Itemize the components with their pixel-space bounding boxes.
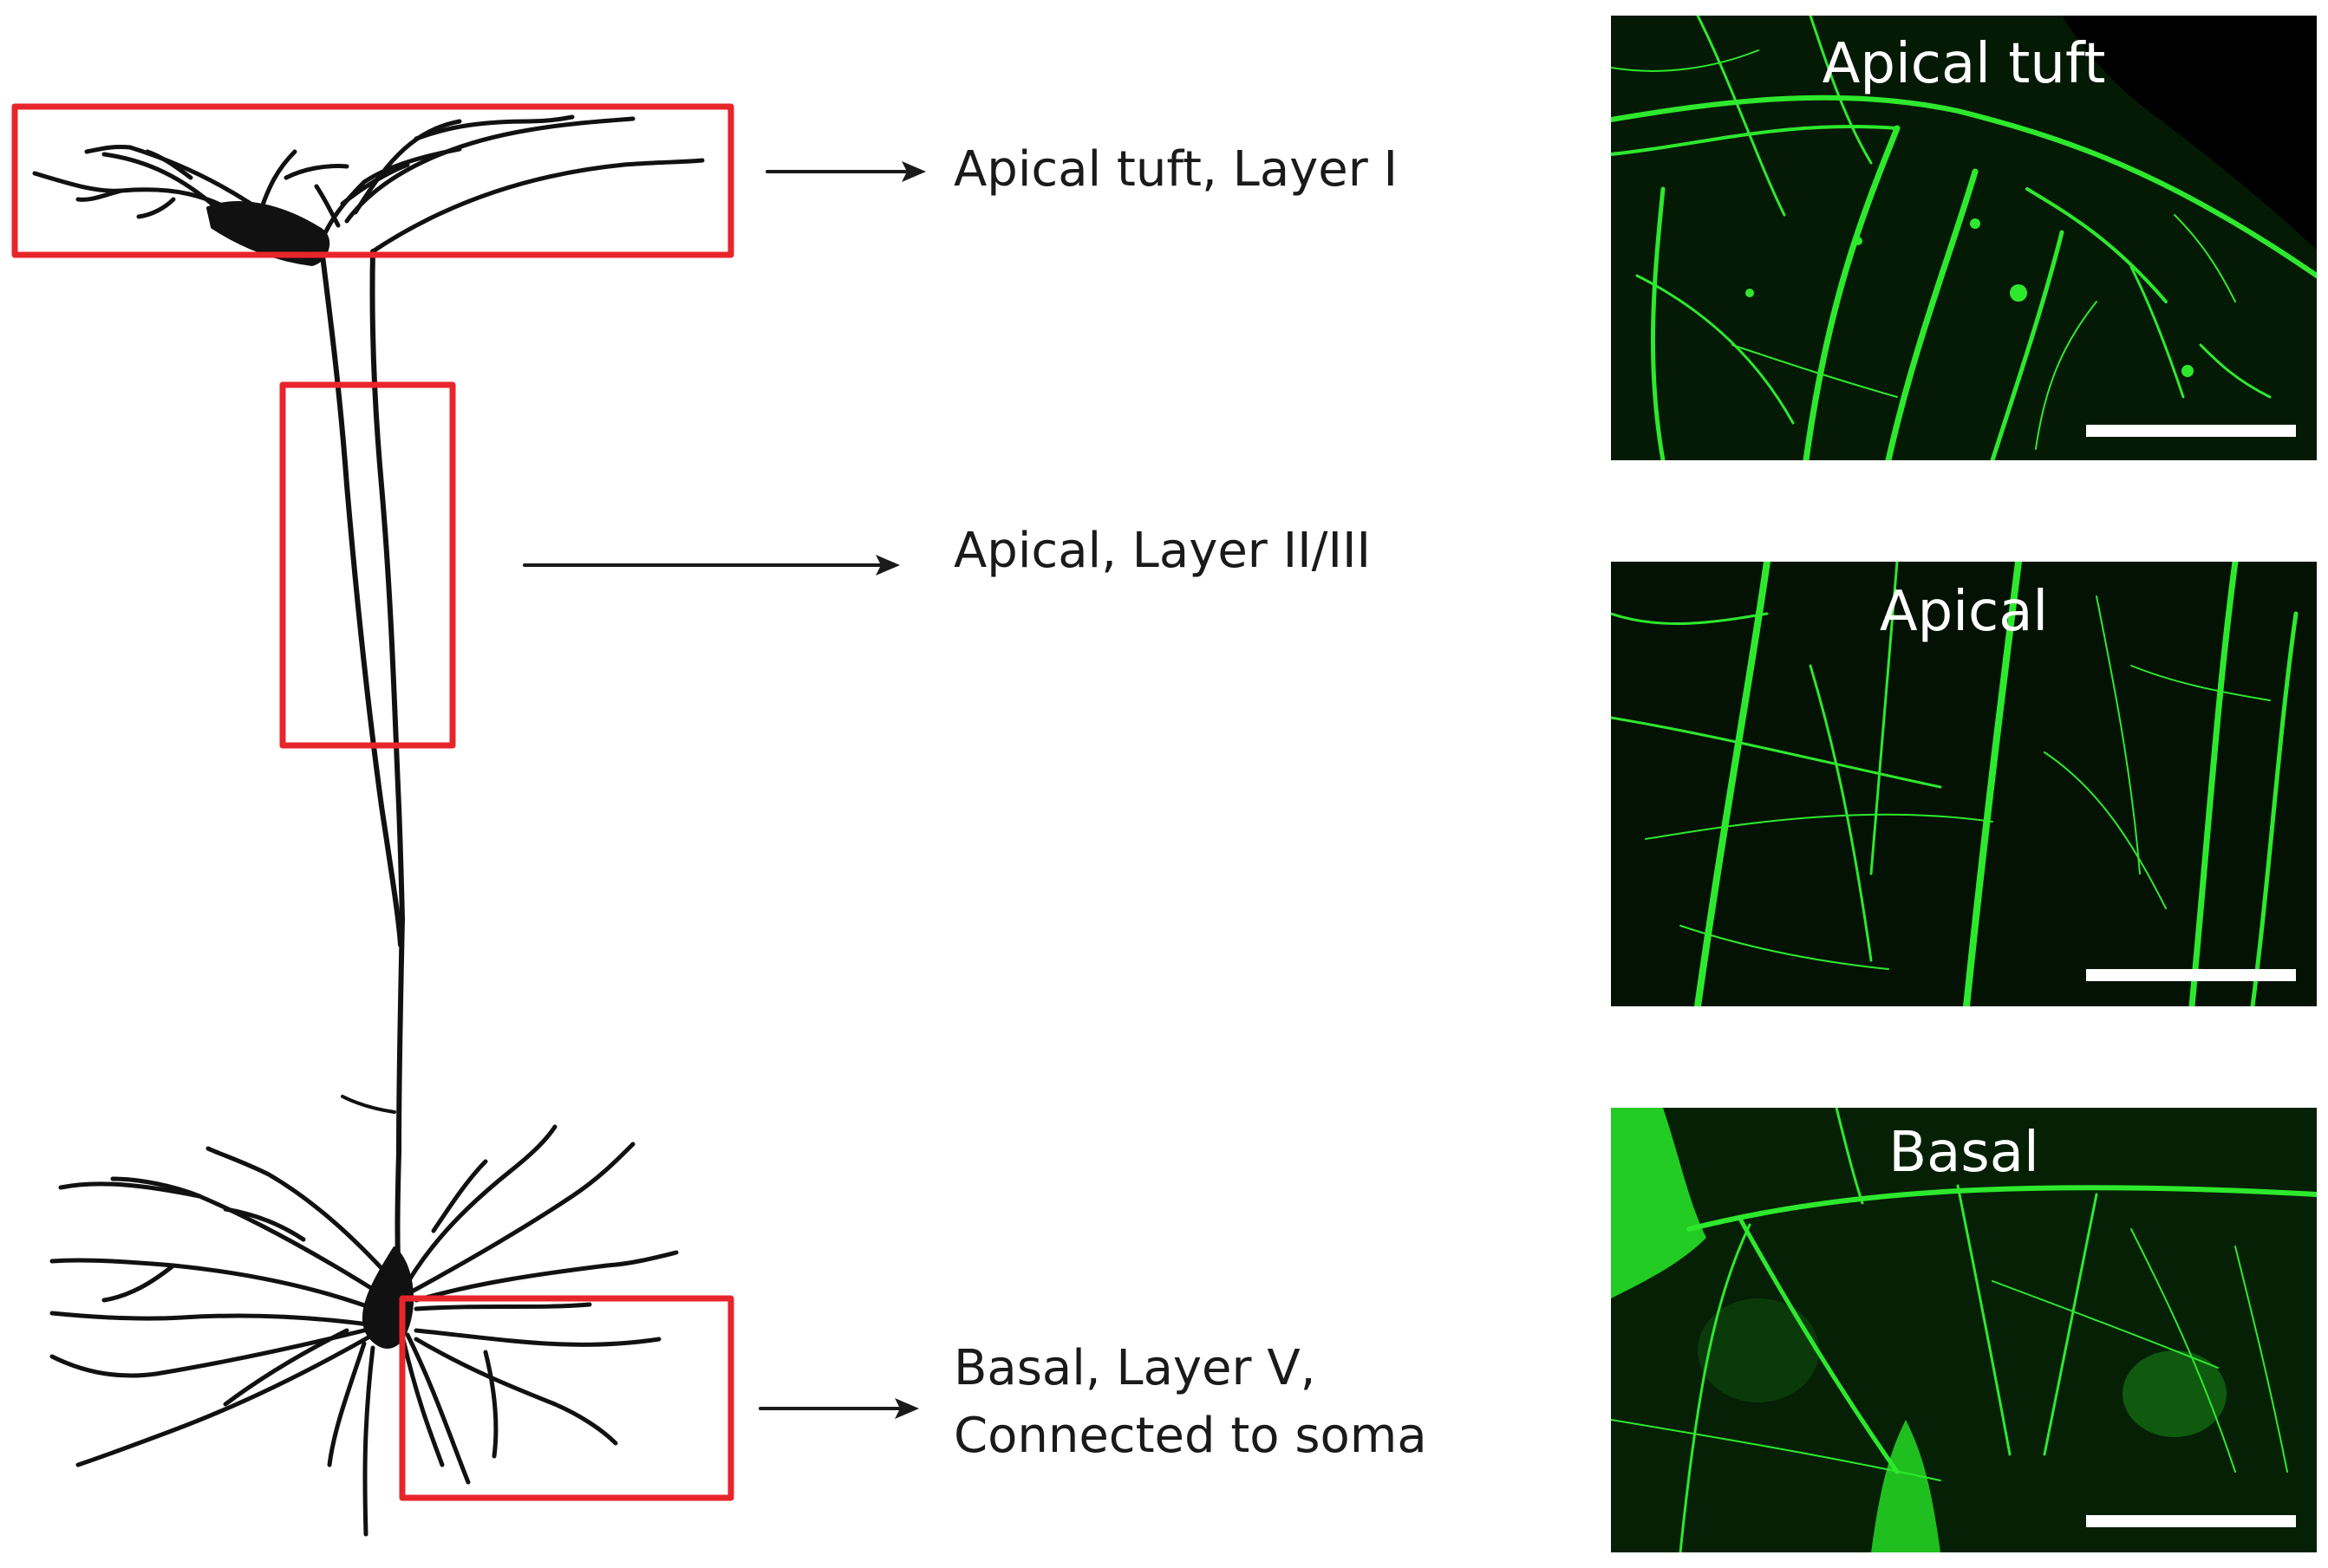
apical-trunk-right	[369, 249, 405, 921]
micrograph-apical-tuft: Apical tuft	[1611, 16, 2317, 460]
label-basal: Basal, Layer V, Connected to soma	[954, 1335, 1427, 1470]
panel-title-apical: Apical	[1879, 580, 2049, 644]
micrograph-apical: Apical	[1611, 562, 2317, 1006]
scale-bar	[2086, 1515, 2296, 1527]
highlight-box-apical	[279, 381, 456, 749]
micrograph-basal: Basal	[1611, 1108, 2317, 1552]
highlight-box-basal	[399, 1295, 734, 1501]
label-apical: Apical, Layer II/III	[954, 523, 1372, 579]
fluorescence-image	[1611, 16, 2317, 460]
label-apical-tuft: Apical tuft, Layer I	[954, 141, 1399, 198]
apical-trunk-lower	[395, 916, 405, 1285]
panel-title-basal: Basal	[1888, 1121, 2039, 1185]
scale-bar	[2086, 969, 2296, 981]
fluorescence-image	[1611, 1108, 2317, 1552]
label-basal-line2: Connected to soma	[954, 1408, 1427, 1464]
pyramidal-neuron-drawing	[11, 103, 926, 1537]
fluorescence-image	[1611, 562, 2317, 1006]
scale-bar	[2086, 425, 2296, 437]
tuft-junction	[206, 201, 330, 266]
label-basal-line1: Basal, Layer V,	[954, 1340, 1316, 1396]
panel-title-apical-tuft: Apical tuft	[1822, 32, 2106, 96]
highlight-box-apical-tuft	[11, 103, 734, 258]
apical-trunk-left	[320, 253, 403, 947]
